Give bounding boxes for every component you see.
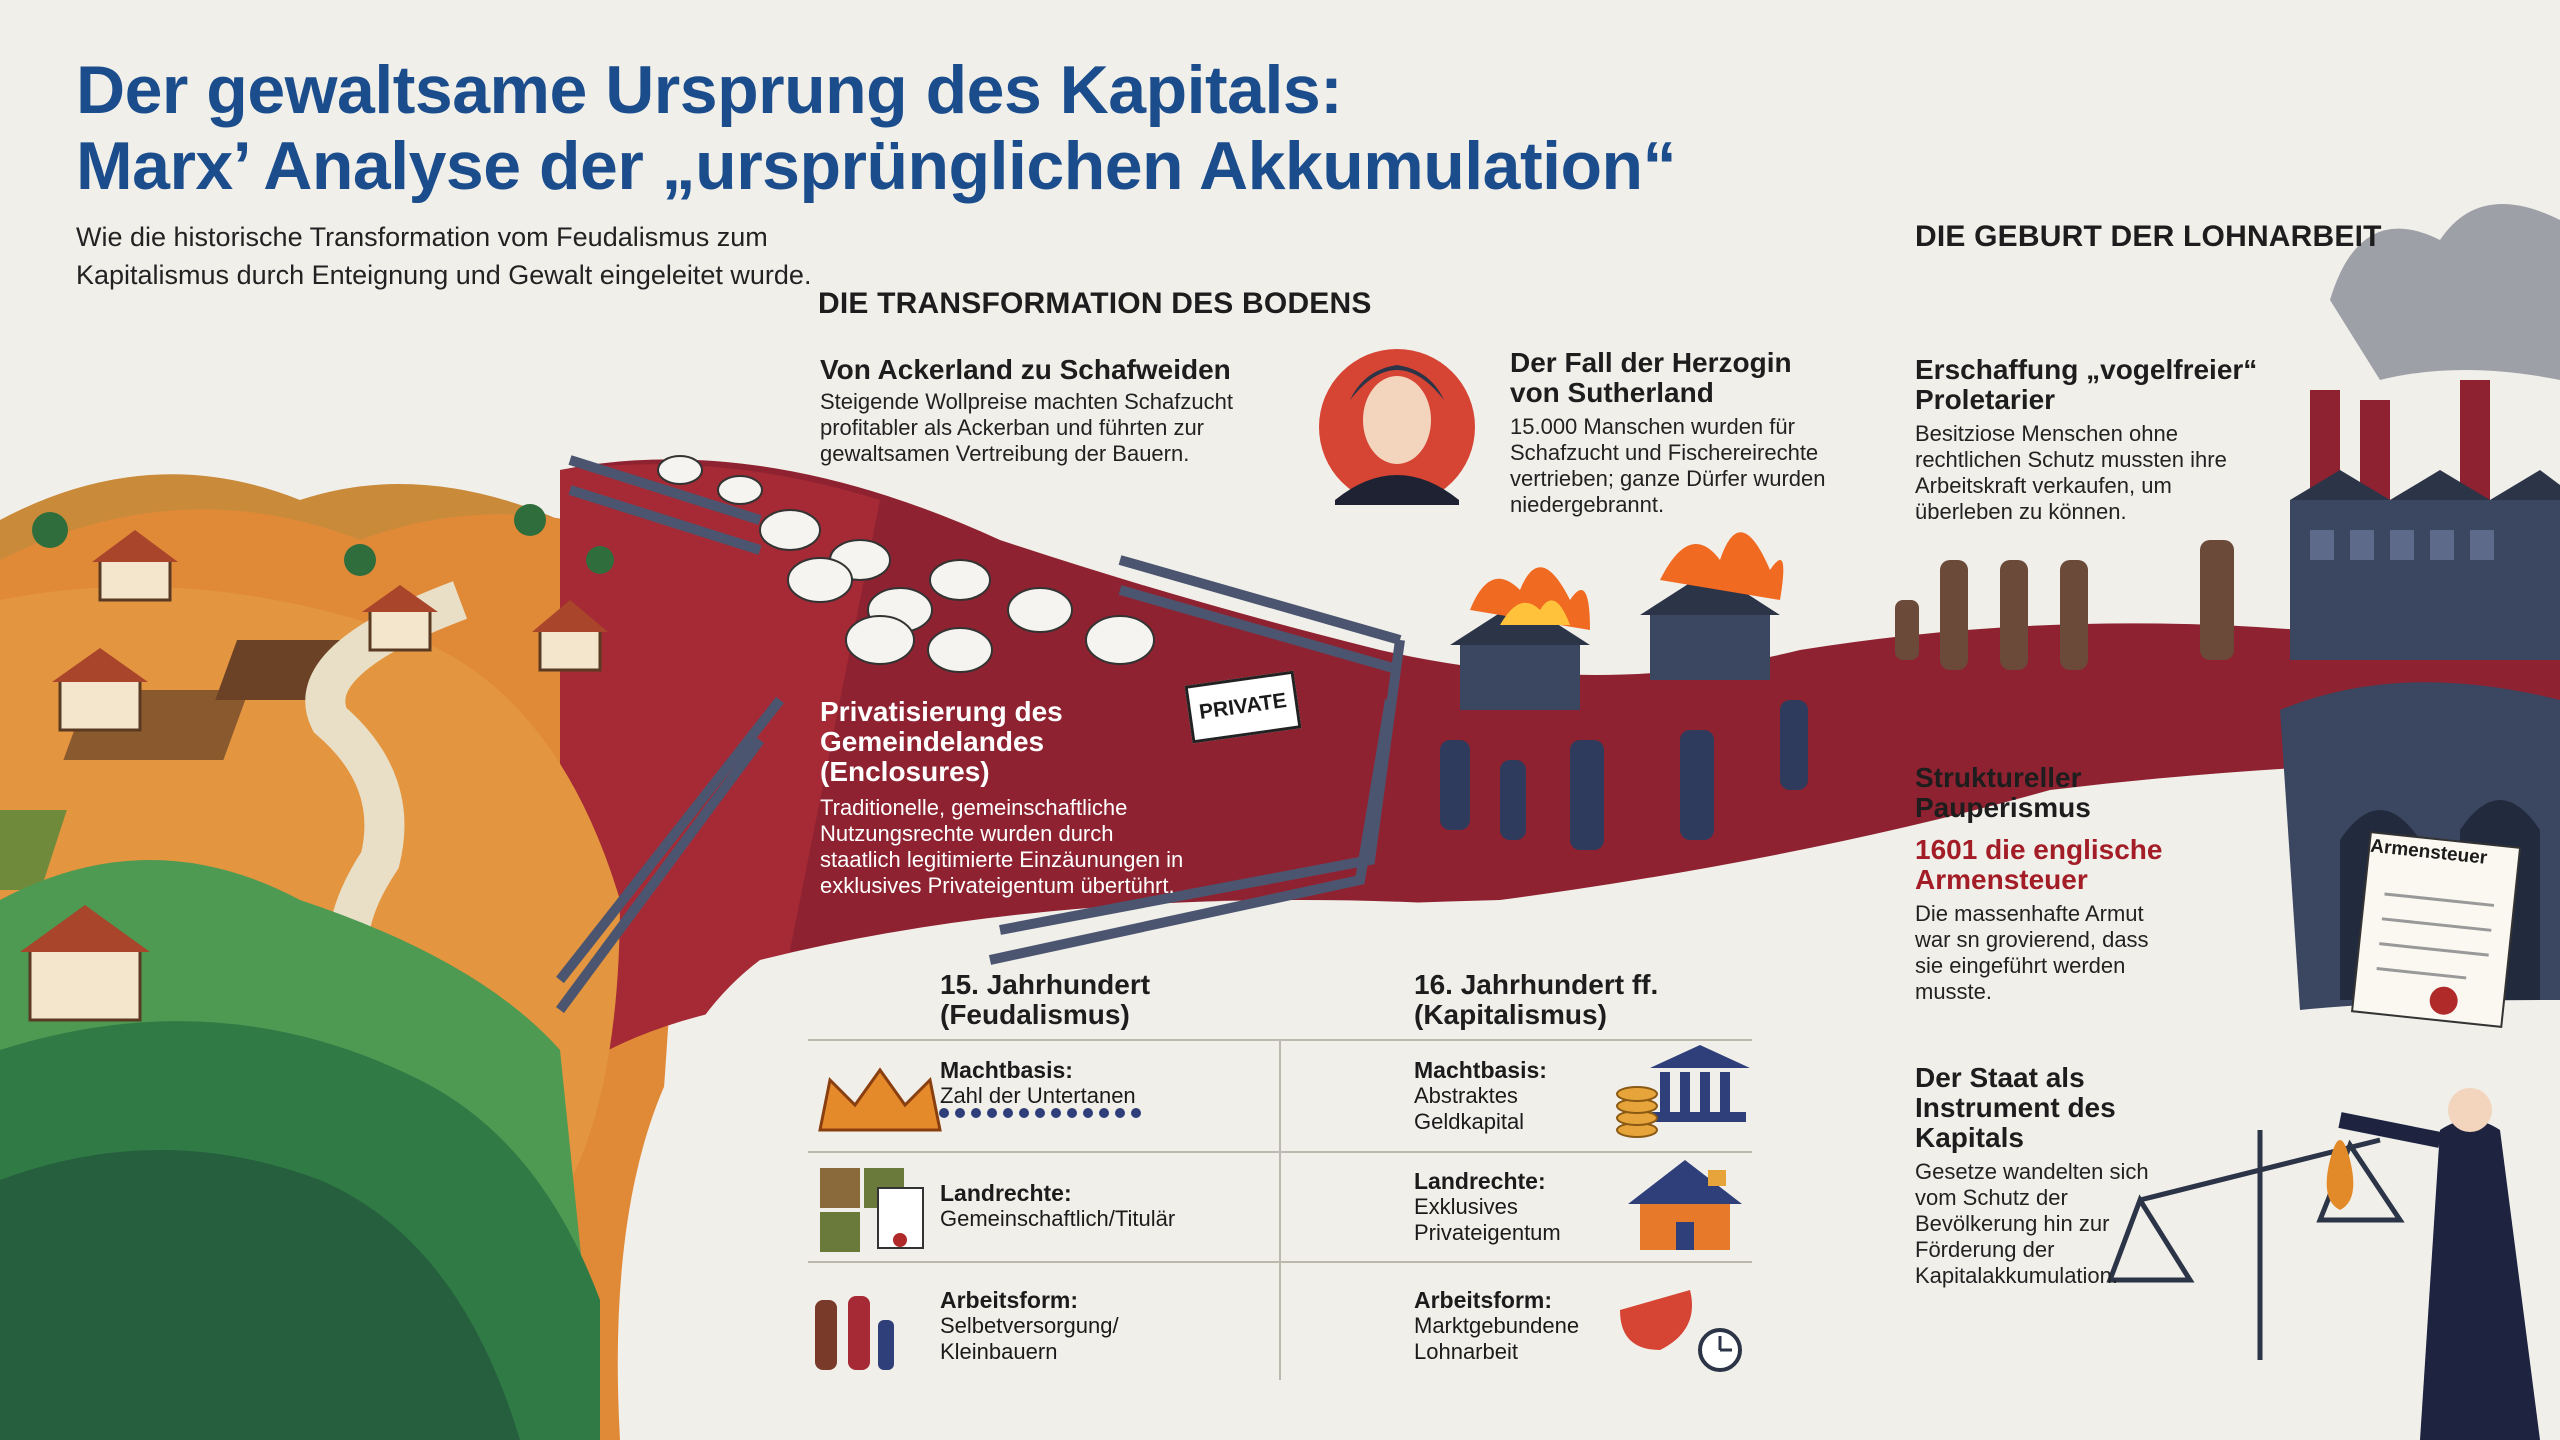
row2-left: Landrechte: Gemeinschaftlich/Titulär — [940, 1180, 1260, 1232]
row1-right-value: Abstraktes Geldkapital — [1414, 1083, 1525, 1134]
vogelfrei-text: Besitziose Menschen ohne rechtlichen Sch… — [1915, 421, 2227, 524]
ackerland-heading: Von Ackerland zu Schafweiden — [820, 354, 1231, 385]
coins-icon — [1616, 1086, 1658, 1138]
row3-right: Arbeitsform: Marktgebundene Lohnarbeit — [1414, 1287, 1614, 1365]
block-enclosures: Privatisierung des Gemeindelandes (Enclo… — [820, 697, 1200, 899]
pauperismus-heading: Struktureller Pauperismus — [1915, 762, 2091, 823]
factory-icon — [2290, 204, 2560, 660]
row2-right-label: Landrechte: — [1414, 1168, 1546, 1194]
land-document-icon — [820, 1168, 924, 1252]
crown-icon — [818, 1067, 942, 1132]
row1-left-value: Zahl der Untertanen — [940, 1083, 1136, 1108]
block-sutherland: Der Fall der Herzogin von Sutherland 15.… — [1510, 348, 1840, 518]
title-line-1: Der gewaltsame Ursprung des Kapitals: — [76, 52, 1343, 128]
people-row-icon — [939, 1108, 1141, 1118]
farmer-family-icon — [815, 1296, 894, 1370]
comparison-left-header: 15. Jahrhundert (Feudalismus) — [940, 969, 1151, 1030]
section-title-transformation: DIE TRANSFORMATION DES BODENS — [818, 287, 1372, 320]
row1-right: Machtbasis: Abstraktes Geldkapital — [1414, 1057, 1614, 1135]
section-title-lohnarbeit: DIE GEBURT DER LOHNARBEIT — [1915, 220, 2382, 253]
vogelfrei-heading: Erschaffung „vogelfreier“ Proletarier — [1915, 354, 2258, 415]
ackerland-text: Steigende Wollpreise machten Schafzucht … — [820, 389, 1233, 466]
title-line-2: Marx’ Analyse der „ursprünglichen Akkumu… — [76, 128, 1677, 204]
row1-left: Machtbasis: Zahl der Untertanen — [940, 1057, 1260, 1109]
sutherland-text: 15.000 Manschen wurden für Schafzucht un… — [1510, 414, 1826, 517]
row3-right-label: Arbeitsform: — [1414, 1287, 1553, 1313]
page-subtitle: Wie die historische Transformation vom F… — [76, 222, 812, 290]
row2-left-value: Gemeinschaftlich/Titulär — [940, 1206, 1176, 1231]
block-pauperismus: Struktureller Pauperismus 1601 die engli… — [1915, 763, 2175, 1005]
block-vogelfrei: Erschaffung „vogelfreier“ Proletarier Be… — [1915, 355, 2275, 525]
sheep-icon — [657, 455, 1155, 673]
enclosures-text: Traditionelle, gemeinschaftliche Nutzung… — [820, 795, 1184, 898]
staat-text: Gesetze wandelten sich vom Schutz der Be… — [1915, 1159, 2149, 1288]
fire-icon — [1450, 532, 1784, 710]
pauperismus-text: Die massenhafte Armut war sn grovierend,… — [1915, 901, 2149, 1004]
row2-left-label: Landrechte: — [940, 1180, 1072, 1206]
staat-heading: Der Staat als Instrument des Kapitals — [1915, 1062, 2116, 1153]
bank-icon — [1650, 1045, 1750, 1122]
armensteuer-highlight: 1601 die englische Armensteuer — [1915, 834, 2163, 895]
row1-left-label: Machtbasis: — [940, 1057, 1073, 1083]
locked-house-icon — [1628, 1160, 1742, 1250]
block-staat: Der Staat als Instrument des Kapitals Ge… — [1915, 1063, 2195, 1289]
row3-left: Arbeitsform: Selbetversorgung/ Kleinbaue… — [940, 1287, 1160, 1365]
sutherland-heading: Der Fall der Herzogin von Sutherland — [1510, 347, 1792, 408]
duchess-portrait-icon — [1319, 349, 1475, 505]
page-title: Der gewaltsame Ursprung des Kapitals: Ma… — [76, 52, 1677, 204]
block-ackerland: Von Ackerland zu Schafweiden Steigende W… — [820, 355, 1240, 467]
row2-right: Landrechte: Exklusives Privateigentum — [1414, 1168, 1614, 1246]
comparison-right-header: 16. Jahrhundert ff. (Kapitalismus) — [1414, 969, 1659, 1030]
row2-right-value: Exklusives Privateigentum — [1414, 1194, 1561, 1245]
row3-left-value: Selbetversorgung/ Kleinbauern — [940, 1313, 1119, 1364]
row1-right-label: Machtbasis: — [1414, 1057, 1547, 1083]
row3-right-value: Marktgebundene Lohnarbeit — [1414, 1313, 1580, 1364]
enclosures-heading: Privatisierung des Gemeindelandes (Enclo… — [820, 696, 1063, 787]
row3-left-label: Arbeitsform: — [940, 1287, 1079, 1313]
clock-icon — [1698, 1328, 1742, 1372]
whistle-icon — [1620, 1290, 1692, 1350]
